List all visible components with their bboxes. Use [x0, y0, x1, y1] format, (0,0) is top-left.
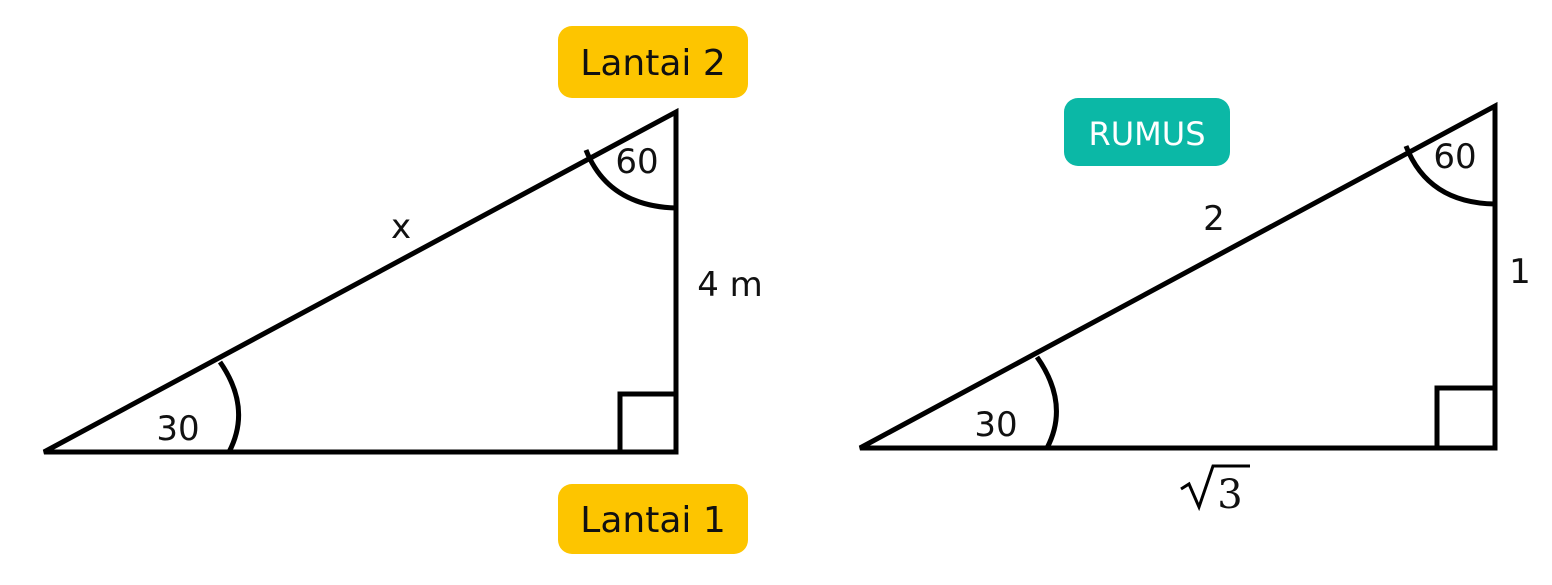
- rumus-badge: [1064, 98, 1230, 166]
- left-triangle-group: 30 60 x 4 m Lantai 2 Lantai 1: [42, 26, 763, 554]
- lantai-2-badge: [558, 26, 748, 98]
- right-angle-60-arc: [1403, 145, 1496, 207]
- left-angle-30-label: 30: [156, 409, 199, 449]
- right-angle-60-label: 60: [1433, 137, 1476, 177]
- right-triangle: [858, 101, 1498, 451]
- left-angle-60-label: 60: [615, 142, 658, 182]
- left-triangle: [42, 107, 679, 455]
- left-vertical-side-label: 4 m: [697, 265, 763, 305]
- rumus-badge-label: RUMUS: [1089, 115, 1206, 153]
- left-right-angle-marker: [617, 391, 679, 455]
- right-vertical-side-label: 1: [1509, 252, 1531, 292]
- lantai-1-badge-label: Lantai 1: [580, 500, 725, 541]
- left-hypotenuse-label: x: [391, 207, 411, 247]
- right-base-radicand: 3: [1217, 472, 1242, 518]
- left-angle-60-arc: [583, 149, 677, 211]
- right-angle-30-arc: [1034, 355, 1059, 450]
- right-angle-30-label: 30: [974, 405, 1017, 445]
- right-right-angle-marker: [1434, 385, 1498, 451]
- right-hypotenuse-label: 2: [1203, 199, 1225, 239]
- left-angle-30-arc: [217, 360, 242, 454]
- right-triangle-group: 30 60 2 1 3 RUMUS: [858, 98, 1531, 518]
- lantai-1-badge: [558, 484, 748, 554]
- lantai-2-badge-label: Lantai 2: [580, 43, 725, 84]
- sqrt-symbol: [1180, 464, 1250, 512]
- right-base-label: 3: [1180, 464, 1250, 518]
